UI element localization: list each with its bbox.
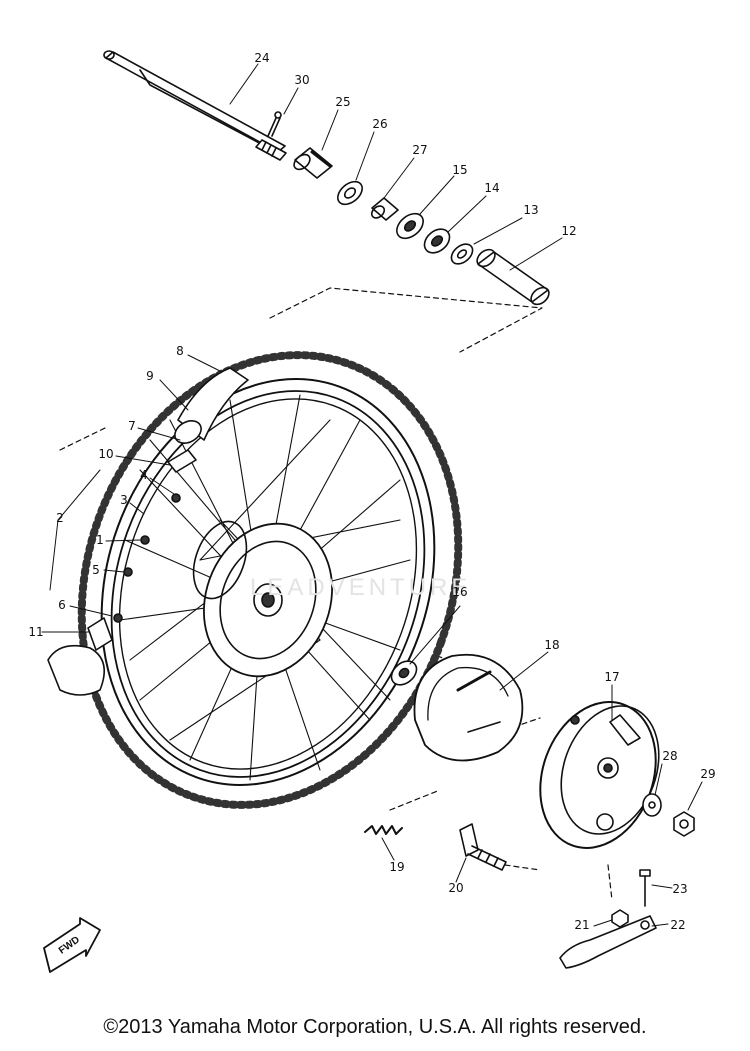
rim: [110, 390, 426, 778]
callout-7: 7: [128, 419, 136, 433]
watermark: LEADVENTURE: [250, 574, 472, 601]
callout-22: 22: [670, 918, 686, 932]
callout-11: 11: [28, 625, 44, 639]
spacer: [370, 197, 399, 221]
callout-19: 19: [389, 860, 405, 874]
hub: [192, 520, 333, 678]
front-wheel-exploded-diagram: [41, 50, 703, 973]
callout-28: 28: [662, 749, 678, 763]
washer: [642, 793, 662, 817]
camshaft-lever: [559, 915, 657, 969]
rim-lock: [47, 617, 113, 696]
callout-27: 27: [412, 143, 428, 157]
callout-25: 25: [335, 95, 351, 109]
collar-2: [476, 248, 550, 306]
callout-23: 23: [672, 882, 688, 896]
callout-29: 29: [700, 767, 716, 781]
brake-shoe-plate: [539, 701, 660, 849]
tube-valve: [167, 449, 197, 473]
forward-arrow-icon: [43, 917, 101, 973]
callout-4: 4: [140, 468, 148, 482]
callout-12: 12: [561, 224, 577, 238]
callout-20: 20: [448, 881, 464, 895]
bearing-3: [390, 660, 418, 686]
axle-nut: [673, 811, 695, 837]
callout-14: 14: [484, 181, 500, 195]
copyright-notice: ©2013 Yamaha Motor Corporation, U.S.A. A…: [103, 1016, 647, 1038]
callout-1: 1: [96, 533, 104, 547]
brake-shoe: [413, 653, 524, 762]
callout-3: 3: [120, 493, 128, 507]
callout-13: 13: [523, 203, 539, 217]
callout-8: 8: [176, 344, 184, 358]
leader-lines: [41, 63, 703, 927]
callout-18: 18: [544, 638, 560, 652]
collar: [293, 147, 333, 179]
spoke-nipples: [113, 493, 181, 623]
front-axle: [103, 50, 287, 161]
callout-17: 17: [604, 670, 620, 684]
callout-24: 24: [254, 51, 270, 65]
callout-15: 15: [452, 163, 468, 177]
brake-camshaft: [459, 823, 507, 871]
callout-2: 2: [56, 511, 64, 525]
oil-seal-2: [450, 243, 474, 265]
bearing-2: [423, 228, 451, 254]
callout-6: 6: [58, 598, 66, 612]
rim-band: [174, 367, 249, 444]
nut: [611, 909, 629, 928]
callout-16: 16: [452, 585, 468, 599]
assembly-reference-line: [59, 287, 613, 901]
callout-10: 10: [98, 447, 114, 461]
cotter-pin: [267, 111, 282, 137]
callout-30: 30: [294, 73, 310, 87]
bearing: [396, 212, 424, 240]
callout-26: 26: [372, 117, 388, 131]
oil-seal: [337, 180, 363, 206]
callout-9: 9: [146, 369, 154, 383]
brake-spring: [364, 825, 403, 835]
callout-5: 5: [92, 563, 100, 577]
callout-21: 21: [574, 918, 590, 932]
bolt: [639, 869, 651, 907]
